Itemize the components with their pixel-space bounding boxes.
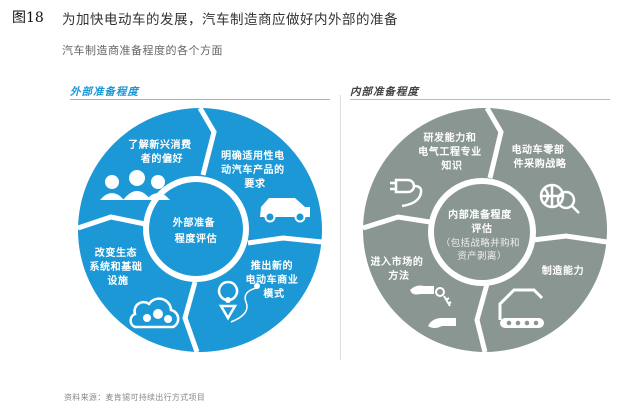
internal-heading-rule [350,99,610,100]
internal-segment-2-label: 电动车零部 件采购战略 [511,143,568,170]
external-segment-3-label: 推出新的 电动车商业 模式 [245,259,302,300]
internal-segment-3-label: 制造能力 [542,264,584,277]
internal-segment-1-label: 研发能力和 电气工程专业 知识 [418,131,486,172]
figure-number: 图18 [12,10,44,26]
external-segment-2-label: 明确适用性电 动汽车产品的 要求 [221,149,289,190]
figure-subtitle: 汽车制造商准备程度的各个方面 [62,44,223,57]
internal-segment-4-label: 进入市场的 方法 [370,255,427,282]
globe-magnifier-icon [539,183,580,214]
car-icon [260,198,310,223]
internal-center-label: 内部准备程度 评估 [448,208,516,235]
cloud-gears-icon [129,297,180,329]
external-segment-4-label: 改变生态 系统和基础 设施 [89,246,146,287]
source-note: 资料来源：麦肯锡可持续出行方式项目 [64,393,206,402]
robot-arm-conveyor-icon [498,288,544,328]
people-group-icon [100,170,170,200]
internal-center-sublabel: （包括战略并购和 资产剥离） [441,237,524,262]
internal-heading: 内部准备程度 [350,86,419,98]
external-center-label: 外部准备 程度评估 [172,216,220,245]
external-wheel [77,106,323,353]
external-heading-rule [70,99,330,100]
plug-icon [390,178,423,208]
external-segment-1-label: 了解新兴消费 者的偏好 [128,138,196,165]
panel-divider [340,95,341,360]
external-heading: 外部准备程度 [70,86,139,98]
figure-title: 为加快电动车的发展，汽车制造商应做好内外部的准备 [62,12,398,28]
hand-keys-icon [410,285,456,328]
map-pin-route-icon [217,280,260,323]
